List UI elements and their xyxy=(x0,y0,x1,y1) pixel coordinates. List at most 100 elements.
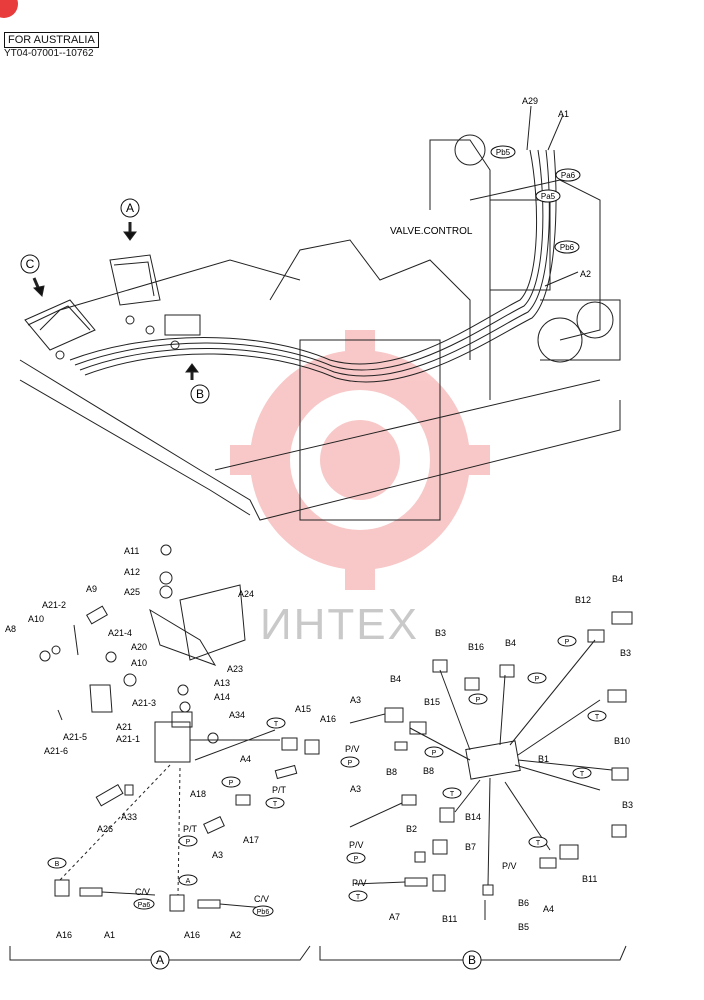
callout-b10: B10 xyxy=(614,736,630,746)
callout-a15: A15 xyxy=(295,704,311,714)
watermark-text: ИНТЕХ xyxy=(260,600,419,649)
footer-a-text: A xyxy=(156,953,164,967)
pv-label-1: P/V xyxy=(345,744,360,754)
port-b-6: T xyxy=(580,771,585,778)
callout-a10-left: A10 xyxy=(28,614,44,624)
callout-a17: A17 xyxy=(243,835,259,845)
port-b-5: P xyxy=(432,750,437,757)
callout-a4-right: A4 xyxy=(543,904,554,914)
upper-port-tags: Pb5 Pa6 Pa5 Pb6 xyxy=(490,145,581,254)
callout-a1-upper: A1 xyxy=(558,109,569,119)
callout-a21-5: A21-5 xyxy=(63,732,87,742)
port-b-8: P xyxy=(348,760,353,767)
callout-a3-right: A3 xyxy=(350,695,361,705)
callout-a7: A7 xyxy=(389,912,400,922)
region-box-label: FOR AUSTRALIA xyxy=(4,32,99,48)
callout-a10-mid: A10 xyxy=(131,658,147,668)
callout-a23: A23 xyxy=(227,664,243,674)
port-a-b: B xyxy=(55,861,60,868)
port-b-10: P xyxy=(354,856,359,863)
port-a-a: A xyxy=(186,878,191,885)
callout-b3-left: B3 xyxy=(435,628,446,638)
view-marker-b-text: B xyxy=(196,387,204,401)
pv-label-4: P/V xyxy=(502,861,517,871)
callout-b8-left: B8 xyxy=(386,767,397,777)
footer-b-text: B xyxy=(468,953,476,967)
callout-b11-lower: B11 xyxy=(442,914,457,924)
callout-a11: A11 xyxy=(124,546,139,556)
port-a-t2: T xyxy=(273,801,278,808)
valve-control-label: VALVE.CONTROL xyxy=(390,226,473,237)
callout-b11-right: B11 xyxy=(582,874,597,884)
port-b-7: T xyxy=(450,791,455,798)
callout-a25: A25 xyxy=(124,587,140,597)
view-marker-c-text: C xyxy=(26,257,35,271)
port-a-p1: P xyxy=(229,780,234,787)
port-tag-pb6: Pb6 xyxy=(560,243,575,252)
model-code: YT04-07001--10762 xyxy=(4,48,94,59)
group-a-port-tags: T P T P B Pa6 A Pb6 xyxy=(47,717,286,917)
port-a-t1: T xyxy=(274,721,279,728)
callout-b3-right: B3 xyxy=(620,648,631,658)
callout-a26: A26 xyxy=(97,824,113,834)
callout-b6: B6 xyxy=(518,898,529,908)
view-marker-a-text: A xyxy=(126,201,134,215)
port-a-p2: P xyxy=(186,839,191,846)
callout-a20: A20 xyxy=(131,642,147,652)
port-b-2: P xyxy=(476,697,481,704)
port-b-9: T xyxy=(536,840,541,847)
callout-b4-mid: B4 xyxy=(505,638,516,648)
callout-b8-mid: B8 xyxy=(423,766,434,776)
watermark-logo xyxy=(230,330,490,590)
callout-a9: A9 xyxy=(86,584,97,594)
callout-a13: A13 xyxy=(214,678,230,688)
cv-label-1: C/V xyxy=(135,887,150,897)
callout-a1: A1 xyxy=(104,930,115,940)
group-a-drawing xyxy=(9,544,320,961)
callout-a29: A29 xyxy=(522,96,538,106)
callout-b3-lower: B3 xyxy=(622,800,633,810)
callout-a2: A2 xyxy=(230,930,241,940)
callout-a21-6: A21-6 xyxy=(44,746,68,756)
callout-b16: B16 xyxy=(468,642,484,652)
group-b-drawing xyxy=(319,611,633,961)
callout-a4-left: A4 xyxy=(240,754,251,764)
callout-a12: A12 xyxy=(124,567,140,577)
callout-a18: A18 xyxy=(190,789,206,799)
callout-a8: A8 xyxy=(5,624,16,634)
callout-b1: B1 xyxy=(538,754,549,764)
callout-a14: A14 xyxy=(214,692,230,702)
group-b-labels: B4 B12 B3 B16 B4 B3 A3 B4 B15 B10 B8 B1 … xyxy=(345,574,633,932)
callout-b4-lower: B4 xyxy=(390,674,401,684)
upper-assembly xyxy=(19,105,621,521)
port-b-11: T xyxy=(356,894,361,901)
callout-b15: B15 xyxy=(424,697,440,707)
callout-a16-left: A16 xyxy=(56,930,72,940)
port-tag-pa6: Pa6 xyxy=(561,171,576,180)
corner-badge xyxy=(0,0,18,18)
callout-a21-3: A21-3 xyxy=(132,698,156,708)
port-b-4: T xyxy=(595,714,600,721)
callout-a21-2: A21-2 xyxy=(42,600,66,610)
cv-label-2: C/V xyxy=(254,894,269,904)
footer-markers: A B xyxy=(150,950,482,970)
callout-a16-top: A16 xyxy=(320,714,336,724)
port-tag-pa5: Pa5 xyxy=(541,192,556,201)
callout-b7: B7 xyxy=(465,842,476,852)
pt-label-right: P/T xyxy=(272,785,287,795)
view-markers: A C B xyxy=(20,198,210,404)
port-a-pa6: Pa6 xyxy=(138,902,151,909)
callout-b2: B2 xyxy=(406,824,417,834)
pv-label-3: P/V xyxy=(352,878,367,888)
callout-a24: A24 xyxy=(238,589,254,599)
port-b-3: P xyxy=(535,676,540,683)
port-a-pb6: Pb6 xyxy=(257,909,270,916)
callout-a16-mid: A16 xyxy=(184,930,200,940)
callout-a3-lower: A3 xyxy=(350,784,361,794)
callout-a2-upper: A2 xyxy=(580,269,591,279)
callout-a33: A33 xyxy=(121,812,137,822)
callout-b5: B5 xyxy=(518,922,529,932)
pt-label: P/T xyxy=(183,824,198,834)
callout-a21-1: A21-1 xyxy=(116,734,140,744)
